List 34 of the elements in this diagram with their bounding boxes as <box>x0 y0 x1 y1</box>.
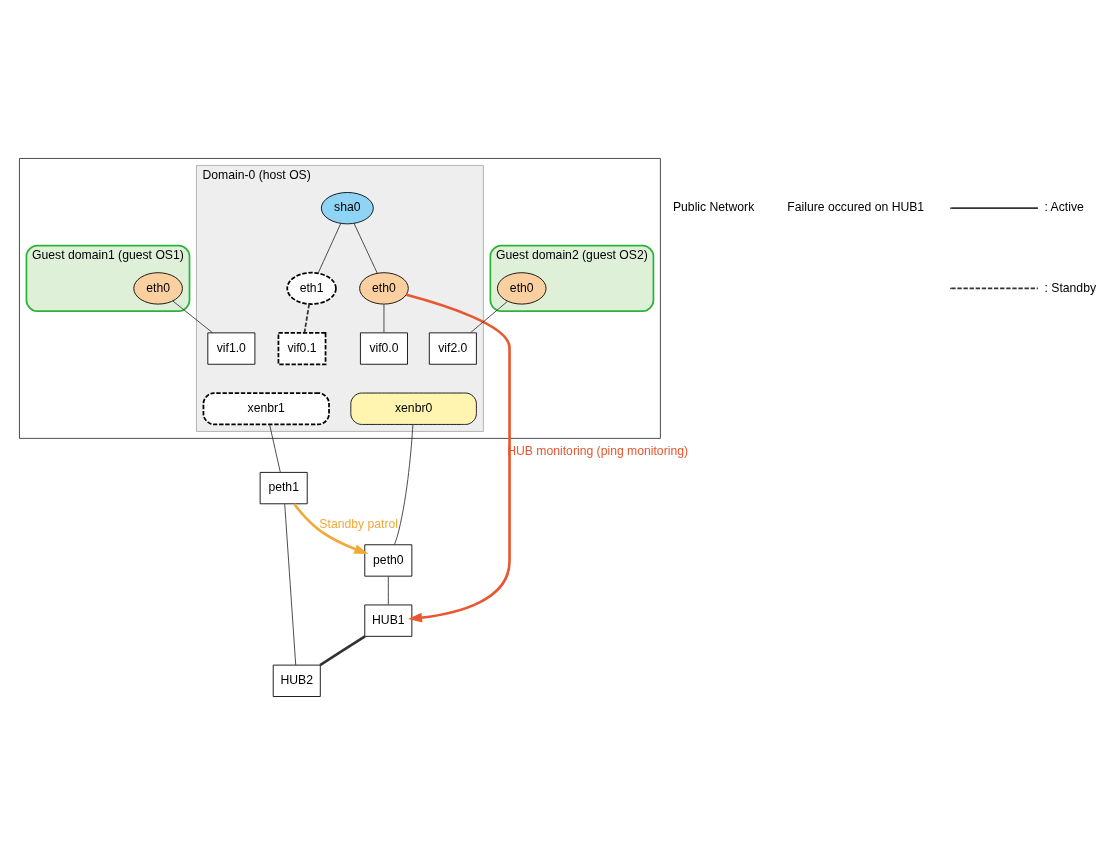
legend-label: : Standby <box>1044 280 1097 295</box>
edge-label: Standby patrol <box>319 516 398 531</box>
node-box: xenbr1 <box>202 392 330 426</box>
node-box: vif0.0 <box>360 332 408 365</box>
connector <box>470 300 508 334</box>
connector <box>394 424 414 545</box>
node-box: HUB1 <box>364 604 413 637</box>
connector <box>303 303 310 334</box>
label: Public Network <box>672 200 755 215</box>
legend-label: : Active <box>1044 200 1084 215</box>
arrow <box>293 503 369 554</box>
connector <box>353 223 378 274</box>
cluster <box>19 158 661 439</box>
node-box: vif1.0 <box>207 332 256 365</box>
connector <box>383 303 385 333</box>
connector <box>387 575 389 605</box>
node-box: peth0 <box>364 544 413 577</box>
connector <box>172 300 214 334</box>
connector <box>319 635 366 667</box>
connector <box>269 424 281 473</box>
connector <box>284 503 297 666</box>
label: Failure occured on HUB1 <box>787 200 925 215</box>
node-box: peth1 <box>259 471 308 505</box>
node-ellipse: sha0 <box>320 192 374 225</box>
node-box: HUB2 <box>272 664 321 697</box>
node-box: xenbr0 <box>350 392 477 425</box>
node-ellipse: eth0 <box>497 272 547 305</box>
arrow <box>406 293 511 623</box>
node-box: vif2.0 <box>428 332 477 365</box>
node-ellipse: eth0 <box>133 272 183 305</box>
node-ellipse: eth1 <box>286 271 337 305</box>
node-box: vif0.1 <box>277 332 327 366</box>
connector <box>317 223 342 274</box>
node-ellipse: eth0 <box>359 272 409 305</box>
